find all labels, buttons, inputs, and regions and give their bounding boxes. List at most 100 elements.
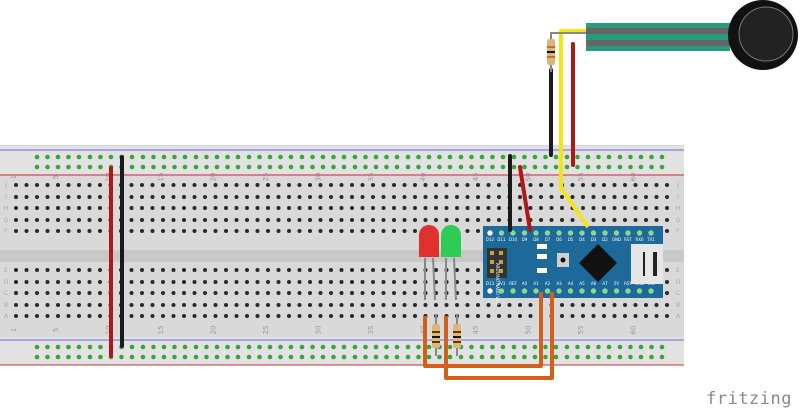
power-rail-hole[interactable]	[416, 164, 421, 170]
power-rail-hole[interactable]	[267, 164, 273, 170]
arduino-pin[interactable]	[566, 287, 575, 295]
breadboard-hole[interactable]	[381, 291, 386, 295]
breadboard-hole[interactable]	[297, 206, 302, 210]
breadboard-hole[interactable]	[56, 183, 60, 187]
breadboard-hole[interactable]	[129, 229, 134, 233]
power-rail-hole[interactable]	[426, 344, 432, 350]
power-rail-hole[interactable]	[479, 354, 485, 360]
breadboard-hole[interactable]	[665, 280, 669, 284]
breadboard-hole[interactable]	[56, 268, 60, 272]
breadboard-hole[interactable]	[339, 314, 344, 318]
breadboard-hole[interactable]	[87, 229, 92, 233]
power-rail-hole[interactable]	[575, 164, 580, 170]
power-rail-hole[interactable]	[76, 154, 82, 160]
power-rail-hole[interactable]	[87, 154, 93, 160]
breadboard-hole[interactable]	[392, 229, 396, 233]
breadboard-hole[interactable]	[339, 268, 344, 272]
breadboard-hole[interactable]	[318, 280, 323, 284]
power-rail-hole[interactable]	[34, 154, 40, 160]
breadboard-hole[interactable]	[266, 183, 270, 187]
breadboard-hole[interactable]	[549, 183, 554, 187]
power-rail-hole[interactable]	[66, 344, 71, 350]
breadboard-hole[interactable]	[266, 268, 270, 272]
breadboard-hole[interactable]	[644, 183, 648, 187]
breadboard-hole[interactable]	[581, 206, 585, 210]
power-rail-hole[interactable]	[299, 354, 305, 360]
breadboard-hole[interactable]	[66, 218, 71, 222]
breadboard-hole[interactable]	[192, 303, 197, 307]
breadboard-hole[interactable]	[213, 206, 218, 210]
power-rail-hole[interactable]	[649, 354, 654, 360]
power-rail-hole[interactable]	[564, 154, 570, 160]
power-rail-hole[interactable]	[606, 154, 612, 160]
arduino-pin[interactable]	[520, 287, 529, 295]
breadboard-hole[interactable]	[35, 291, 39, 295]
breadboard-hole[interactable]	[560, 206, 564, 210]
breadboard-hole[interactable]	[350, 268, 354, 272]
breadboard-hole[interactable]	[266, 195, 270, 199]
breadboard-hole[interactable]	[98, 268, 102, 272]
breadboard-hole[interactable]	[66, 314, 71, 318]
breadboard-hole[interactable]	[413, 195, 417, 199]
breadboard-hole[interactable]	[77, 268, 81, 272]
arduino-pin[interactable]	[555, 287, 563, 295]
power-rail-hole[interactable]	[543, 344, 548, 350]
arduino-pin[interactable]	[486, 229, 494, 237]
breadboard-hole[interactable]	[371, 303, 375, 307]
power-rail-hole[interactable]	[447, 154, 453, 160]
power-rail-hole[interactable]	[299, 154, 305, 160]
breadboard-hole[interactable]	[35, 229, 39, 233]
breadboard-hole[interactable]	[77, 314, 81, 318]
breadboard-hole[interactable]	[402, 303, 407, 307]
power-rail-hole[interactable]	[204, 354, 209, 360]
breadboard-hole[interactable]	[140, 303, 144, 307]
breadboard-hole[interactable]	[476, 206, 480, 210]
breadboard-hole[interactable]	[161, 314, 165, 318]
breadboard-hole[interactable]	[287, 314, 291, 318]
power-rail-hole[interactable]	[363, 164, 368, 170]
power-rail-hole[interactable]	[246, 164, 252, 170]
power-rail-hole[interactable]	[320, 154, 326, 160]
breadboard-hole[interactable]	[476, 195, 480, 199]
breadboard-hole[interactable]	[24, 218, 29, 222]
breadboard-hole[interactable]	[497, 314, 501, 318]
power-rail-hole[interactable]	[352, 164, 358, 170]
breadboard-hole[interactable]	[203, 268, 207, 272]
breadboard-hole[interactable]	[413, 280, 417, 284]
breadboard-hole[interactable]	[45, 303, 50, 307]
breadboard-hole[interactable]	[486, 183, 491, 187]
breadboard-hole[interactable]	[455, 218, 459, 222]
breadboard-hole[interactable]	[476, 268, 480, 272]
resistor-1[interactable]	[432, 314, 440, 356]
arduino-pin[interactable]	[497, 229, 506, 237]
power-rail-hole[interactable]	[288, 344, 294, 350]
power-rail-hole[interactable]	[416, 154, 421, 160]
power-rail-hole[interactable]	[363, 344, 368, 350]
breadboard-hole[interactable]	[129, 303, 134, 307]
breadboard-hole[interactable]	[129, 280, 134, 284]
breadboard-hole[interactable]	[171, 291, 176, 295]
power-rail-hole[interactable]	[575, 354, 580, 360]
breadboard-hole[interactable]	[56, 280, 60, 284]
usb-connector[interactable]	[631, 244, 663, 284]
breadboard-hole[interactable]	[665, 303, 669, 307]
breadboard-hole[interactable]	[497, 206, 501, 210]
power-rail-hole[interactable]	[596, 354, 601, 360]
power-rail-hole[interactable]	[659, 154, 665, 160]
power-rail-hole[interactable]	[331, 154, 336, 160]
breadboard-hole[interactable]	[129, 218, 134, 222]
breadboard-hole[interactable]	[224, 291, 228, 295]
power-rail-hole[interactable]	[394, 344, 400, 350]
power-rail-hole[interactable]	[288, 164, 294, 170]
power-rail-hole[interactable]	[172, 154, 177, 160]
breadboard-hole[interactable]	[35, 218, 39, 222]
breadboard-hole[interactable]	[402, 268, 407, 272]
power-rail-hole[interactable]	[426, 154, 432, 160]
breadboard-hole[interactable]	[591, 183, 596, 187]
breadboard-hole[interactable]	[402, 314, 407, 318]
breadboard-hole[interactable]	[171, 229, 176, 233]
breadboard-hole[interactable]	[297, 303, 302, 307]
breadboard-hole[interactable]	[161, 195, 165, 199]
breadboard-hole[interactable]	[360, 268, 365, 272]
power-rail-hole[interactable]	[55, 164, 61, 170]
